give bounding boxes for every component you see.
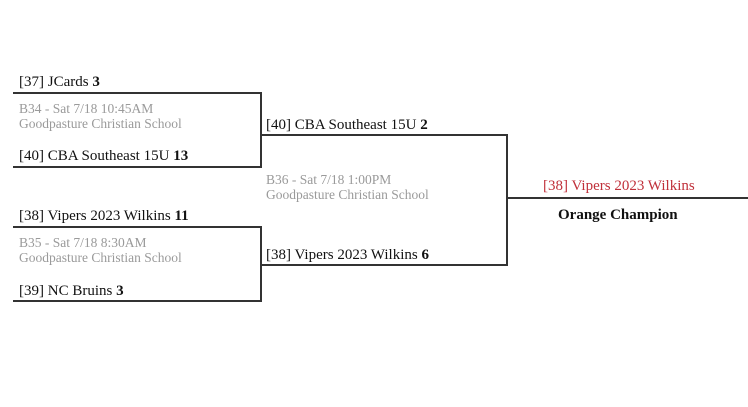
- bracket-connector: [260, 92, 262, 168]
- team-score: 3: [92, 74, 100, 90]
- bracket-line: [260, 264, 507, 266]
- team-slot-b35-bottom[interactable]: [39] NC Bruins 3: [19, 282, 124, 300]
- team-seed: [40]: [19, 148, 44, 164]
- champion-line: [506, 197, 748, 199]
- game-venue: Goodpasture Christian School: [19, 250, 182, 265]
- game-info-b35: B35 - Sat 7/18 8:30AM Goodpasture Christ…: [19, 235, 182, 265]
- team-name: CBA Southeast 15U: [294, 117, 417, 133]
- team-seed: [40]: [266, 117, 291, 133]
- game-info-b34: B34 - Sat 7/18 10:45AM Goodpasture Chris…: [19, 101, 182, 131]
- bracket-line: [13, 300, 261, 302]
- bracket-connector: [506, 134, 508, 266]
- game-time: B36 - Sat 7/18 1:00PM: [266, 172, 392, 187]
- game-time: B35 - Sat 7/18 8:30AM: [19, 235, 147, 250]
- champion-team[interactable]: [38] Vipers 2023 Wilkins: [543, 177, 695, 195]
- team-slot-b35-top[interactable]: [38] Vipers 2023 Wilkins 11: [19, 207, 189, 225]
- team-score: 3: [116, 283, 124, 299]
- champion-label: Orange Champion: [558, 207, 678, 223]
- team-seed: [38]: [19, 208, 44, 224]
- champion-name: Vipers 2023 Wilkins: [571, 178, 695, 194]
- team-name: Vipers 2023 Wilkins: [294, 247, 418, 263]
- team-score: 11: [174, 208, 189, 224]
- team-seed: [37]: [19, 74, 44, 90]
- game-info-b36: B36 - Sat 7/18 1:00PM Goodpasture Christ…: [266, 172, 429, 202]
- team-slot-b36-bottom[interactable]: [38] Vipers 2023 Wilkins 6: [266, 246, 429, 264]
- champion-seed: [38]: [543, 178, 568, 194]
- bracket-line: [260, 134, 507, 136]
- bracket-line: [13, 226, 261, 228]
- game-time: B34 - Sat 7/18 10:45AM: [19, 101, 154, 116]
- bracket-line: [13, 92, 261, 94]
- game-venue: Goodpasture Christian School: [19, 116, 182, 131]
- team-score: 6: [421, 247, 429, 263]
- team-name: CBA Southeast 15U: [47, 148, 170, 164]
- game-venue: Goodpasture Christian School: [266, 187, 429, 202]
- team-seed: [38]: [266, 247, 291, 263]
- team-name: NC Bruins: [47, 283, 113, 299]
- team-score: 13: [173, 148, 189, 164]
- team-score: 2: [420, 117, 428, 133]
- team-slot-b34-top[interactable]: [37] JCards 3: [19, 73, 100, 91]
- team-slot-b36-top[interactable]: [40] CBA Southeast 15U 2: [266, 116, 428, 134]
- team-name: Vipers 2023 Wilkins: [47, 208, 171, 224]
- team-seed: [39]: [19, 283, 44, 299]
- team-slot-b34-bottom[interactable]: [40] CBA Southeast 15U 13: [19, 147, 188, 165]
- team-name: JCards: [47, 74, 89, 90]
- bracket-line: [13, 166, 261, 168]
